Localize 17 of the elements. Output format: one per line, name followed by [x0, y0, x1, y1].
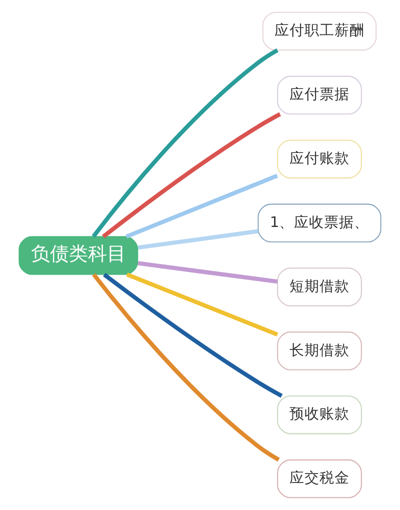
connector [102, 272, 283, 398]
node-box: 1、应收票据、 [258, 204, 382, 242]
connector [126, 174, 278, 239]
connector [102, 112, 282, 238]
connector [92, 48, 278, 238]
node-box: 短期借款 [277, 268, 362, 306]
node-box: 应付账款 [277, 140, 362, 178]
connector [138, 261, 278, 284]
node-box: 负债类科目 [18, 236, 138, 275]
node-box: 应付票据 [277, 76, 362, 115]
node-box: 应交税金 [277, 459, 362, 498]
connector [138, 229, 258, 250]
connector [126, 272, 278, 336]
node-box: 预收账款 [277, 395, 362, 434]
node-box: 应付职工薪酬 [262, 12, 377, 51]
connector [92, 273, 280, 462]
node-box: 长期借款 [277, 332, 362, 370]
